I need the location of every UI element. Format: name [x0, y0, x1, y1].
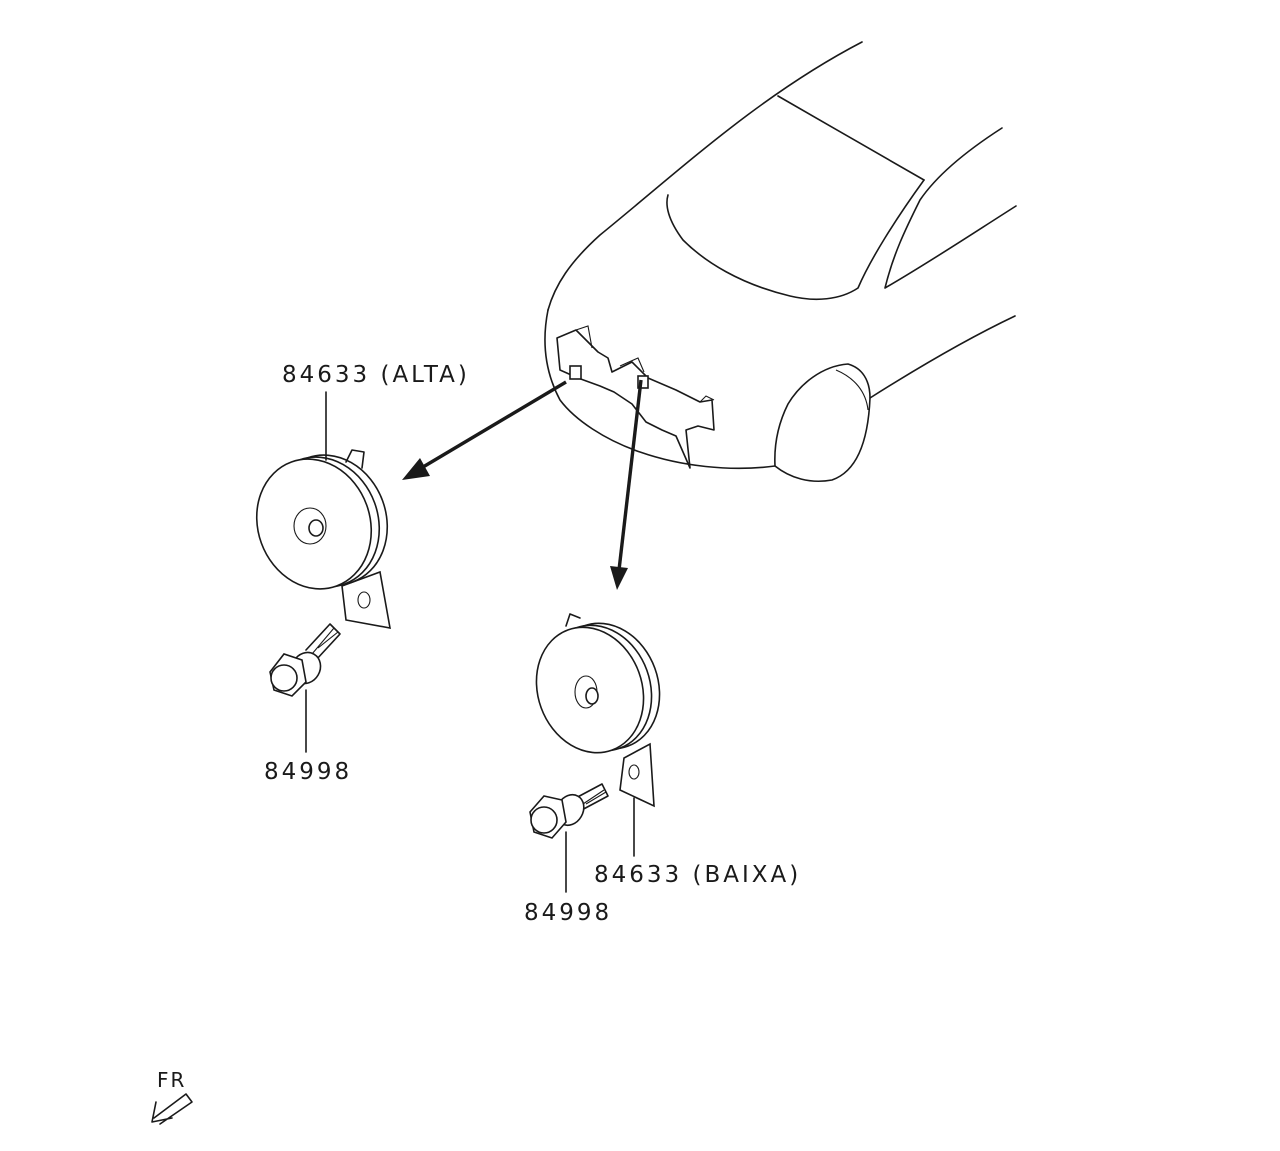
- label-bolt-high: 84998: [264, 759, 353, 785]
- front-direction-arrow: [151, 1093, 193, 1125]
- bolt-low-icon: [529, 783, 609, 839]
- label-horn-high: 84633 (ALTA): [282, 362, 470, 388]
- leader-lines: [305, 391, 635, 893]
- car-front-outline: [544, 41, 1017, 482]
- pointer-arrows: [402, 379, 643, 590]
- label-bolt-low: 84998: [524, 900, 613, 926]
- horn-low-icon: [535, 613, 661, 808]
- bolt-high-icon: [269, 623, 341, 697]
- label-front-marker: FR: [157, 1068, 187, 1092]
- label-horn-low: 84633 (BAIXA): [594, 862, 802, 888]
- horn-high-icon: [255, 449, 391, 629]
